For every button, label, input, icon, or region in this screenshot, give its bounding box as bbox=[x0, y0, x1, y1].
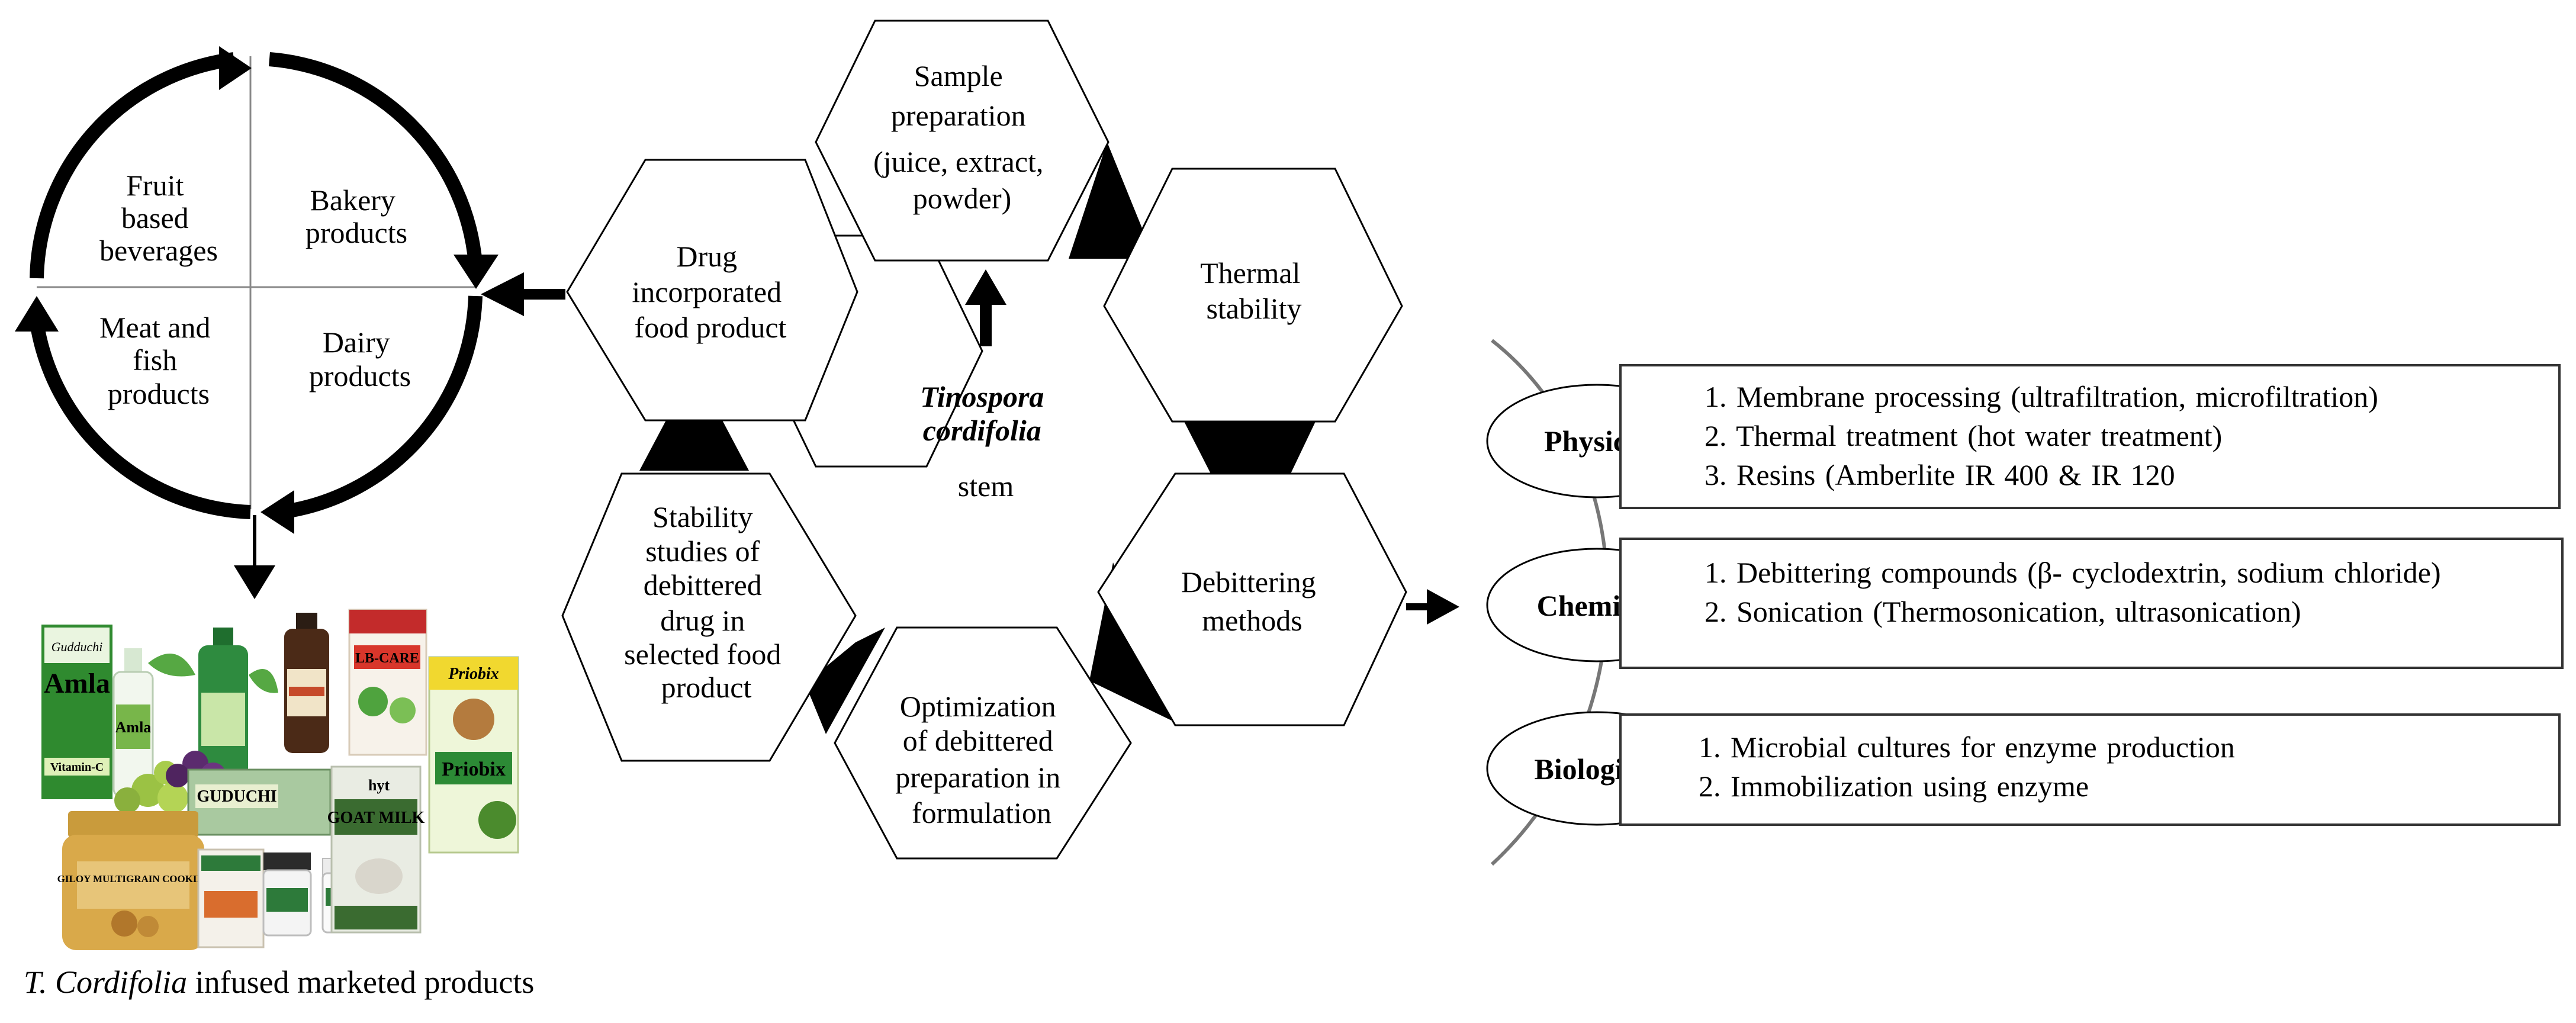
hexagon-thermal-label: Thermal stability bbox=[1200, 256, 1308, 325]
cycle-arrowhead-left bbox=[15, 296, 59, 332]
hexagon-cluster: Tinospora cordifolia stem Sample prepara… bbox=[561, 20, 1407, 860]
hexagon-optimization bbox=[834, 626, 1132, 860]
product-collage: Gudduchi Amla Vitamin-C Amla bbox=[41, 609, 519, 950]
food-cycle: Fruit based beverages Bakery products Me… bbox=[15, 46, 499, 534]
physical-item-2: 2. Thermal treatment (hot water treatmen… bbox=[1705, 419, 2223, 452]
product-amla-box: Gudduchi Amla Vitamin-C bbox=[41, 625, 112, 799]
product-amla-bottle: Amla bbox=[112, 648, 154, 797]
svg-text:Priobix: Priobix bbox=[442, 758, 506, 780]
connector-sample-thermal bbox=[1069, 142, 1154, 259]
caption-species: T. Cordifolia bbox=[24, 964, 188, 1000]
hexagon-debittering-methods bbox=[1097, 472, 1407, 726]
product-syrup-bottle bbox=[284, 613, 329, 753]
arrow-to-methods bbox=[1406, 589, 1459, 625]
hexagon-center-label: Tinospora cordifolia stem bbox=[920, 380, 1051, 503]
svg-text:Vitamin-C: Vitamin-C bbox=[50, 761, 104, 774]
svg-text:hyt: hyt bbox=[368, 777, 390, 794]
quadrant-dairy-products: Dairy products bbox=[309, 326, 411, 393]
hexagon-stability-studies bbox=[561, 472, 857, 762]
cycle-arc-top-left bbox=[30, 52, 235, 279]
product-juice-bottle bbox=[148, 628, 278, 802]
cycle-arc-top-right bbox=[269, 52, 483, 265]
biological-methods-box: 1. Microbial cultures for enzyme product… bbox=[1619, 713, 2561, 826]
biological-item-2: 2. Immobilization using enzyme bbox=[1699, 770, 2089, 803]
quadrant-fruit-beverages: Fruit based beverages bbox=[99, 169, 218, 267]
hexagon-stability-label: Stability studies of debittered drug in … bbox=[624, 500, 789, 704]
physical-item-3: 3. Resins (Amberlite IR 400 & IR 120 bbox=[1705, 458, 2175, 491]
arrow-to-cycle bbox=[481, 272, 565, 316]
arrow-to-products bbox=[234, 515, 275, 599]
physical-methods-box: 1. Membrane processing (ultrafiltration,… bbox=[1619, 364, 2561, 509]
products-caption: T. Cordifolia infused marketed products bbox=[24, 964, 534, 1001]
cycle-arrowhead-top bbox=[219, 46, 252, 90]
hexagon-debittering-label: Debittering methods bbox=[1181, 565, 1323, 637]
svg-text:GUDUCHI: GUDUCHI bbox=[197, 787, 276, 806]
svg-text:GILOY MULTIGRAIN COOKIES: GILOY MULTIGRAIN COOKIES bbox=[57, 873, 210, 884]
hexagon-sample-preparation bbox=[815, 20, 1109, 262]
physical-item-1: 1. Membrane processing (ultrafiltration,… bbox=[1705, 380, 2378, 413]
product-priobix-box: Priobix Priobix bbox=[428, 656, 519, 854]
cycle-arc-bottom-left bbox=[30, 321, 251, 519]
svg-text:GOAT MILK: GOAT MILK bbox=[327, 809, 425, 827]
product-cookie-jar: GILOY MULTIGRAIN COOKIES bbox=[57, 811, 210, 950]
cycle-arc-bottom-right bbox=[280, 295, 483, 519]
svg-text:Amla: Amla bbox=[115, 719, 152, 736]
caption-rest: infused marketed products bbox=[187, 964, 535, 1000]
biological-item-1: 1. Microbial cultures for enzyme product… bbox=[1699, 731, 2235, 764]
connector-stability-optimization bbox=[805, 628, 885, 734]
svg-text:Priobix: Priobix bbox=[448, 665, 499, 683]
cycle-arrowhead-right bbox=[454, 255, 499, 289]
connector-drug-stability bbox=[639, 420, 749, 471]
hexagon-optimization-label: Optimization of debittered preparation i… bbox=[895, 690, 1068, 829]
hexagon-thermal-stability bbox=[1103, 168, 1403, 423]
svg-text:Gudduchi: Gudduchi bbox=[52, 639, 103, 654]
quadrant-bakery-products: Bakery products bbox=[305, 184, 407, 249]
svg-text:Amla: Amla bbox=[44, 668, 110, 699]
hexagon-sample-label: Sample preparation (juice, extract, powd… bbox=[873, 59, 1051, 215]
svg-text:LB-CARE: LB-CARE bbox=[355, 651, 419, 666]
quadrant-meat-fish-products: Meat and fish products bbox=[99, 311, 218, 410]
product-guduchi-box: GUDUCHI bbox=[187, 768, 332, 836]
cycle-arrowhead-bottom bbox=[261, 490, 294, 534]
chemical-methods-box: 1. Debittering compounds (β- cyclodextri… bbox=[1619, 538, 2564, 669]
hexagon-drug-food bbox=[566, 159, 858, 422]
arrow-center-to-sample bbox=[965, 269, 1006, 346]
chemical-item-2: 2. Sonication (Thermosonication, ultraso… bbox=[1705, 595, 2301, 628]
hexagon-drug-food-label: Drug incorporated food product bbox=[632, 240, 789, 344]
product-goat-milk-box: hyt GOAT MILK bbox=[327, 765, 425, 934]
chemical-item-1: 1. Debittering compounds (β- cyclodextri… bbox=[1705, 556, 2441, 589]
product-lbcare-box: LB-CARE bbox=[348, 609, 427, 756]
connector-thermal-debittering bbox=[1184, 422, 1316, 474]
